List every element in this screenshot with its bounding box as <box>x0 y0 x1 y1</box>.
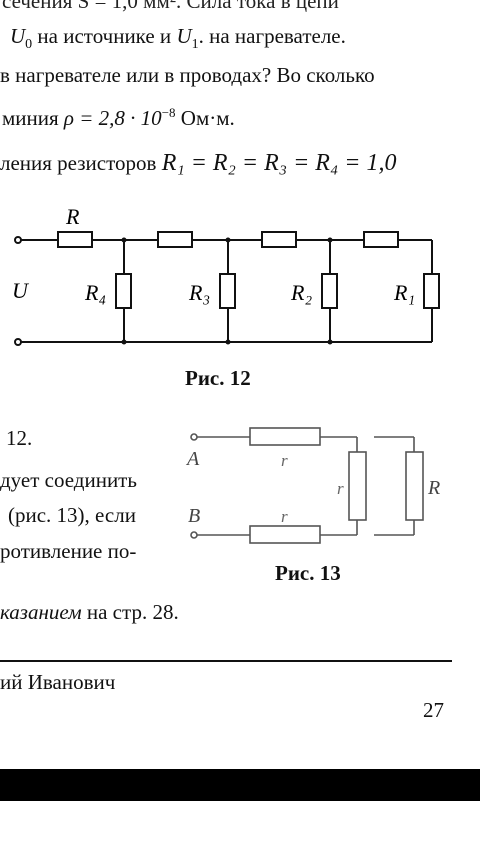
text-line-2: в нагревателе или в проводах? Во сколько <box>0 63 375 87</box>
symbol-u1: U1 <box>176 24 199 53</box>
figure-13-caption: Рис. 13 <box>275 561 341 585</box>
label-r1: R₁ <box>393 280 415 305</box>
problem-13-number: 12. <box>6 426 33 450</box>
label-r-top: r <box>281 451 288 470</box>
label-r4: R₄ <box>84 280 106 305</box>
author-name: ий Иванович <box>0 670 116 694</box>
label-r-middle: r <box>337 479 344 498</box>
figure-12-caption: Рис. 12 <box>185 366 251 390</box>
hint-line: казанием на стр. 28. <box>0 599 179 625</box>
resistor-big-r <box>405 451 424 521</box>
formula-rho: ρ = 2,8 · 10 <box>63 106 162 130</box>
text-line-0: сечения S = 1,0 мм². Сила тока в цепи <box>2 0 339 13</box>
label-r-bottom: r <box>281 507 288 526</box>
unit: Ом·м. <box>180 106 235 130</box>
black-bar <box>0 769 480 801</box>
problem-13-line-3: ротивление по- <box>0 539 137 563</box>
text-line-4: ления резисторов R₁ = R₂ = R₃ = R₄ = 1,0 <box>0 150 396 176</box>
resistor-r-middle <box>348 451 367 521</box>
text-fragment: на источнике и <box>37 24 172 48</box>
footer-rule <box>0 660 452 662</box>
text-fragment: . на нагревателе. <box>198 24 346 48</box>
problem-13-line-1: дует соединить <box>0 468 137 492</box>
label-r2: R₂ <box>290 280 312 305</box>
text-line-1: U0 на источнике и U1. на нагревателе. <box>10 23 346 58</box>
resistor-r-bottom <box>249 525 321 544</box>
problem-13-line-2: (рис. 13), если <box>8 503 136 527</box>
hint-text: на стр. 28. <box>86 600 179 624</box>
hint-italic: казанием <box>0 600 82 624</box>
formula-resistors: R₁ = R₂ = R₃ = R₄ = 1,0 <box>161 150 397 176</box>
label-u: U <box>12 278 30 303</box>
terminal-a <box>190 433 198 441</box>
label-r3: R₃ <box>188 280 210 305</box>
text-line-3: миния ρ = 2,8 · 10−8 Ом·м. <box>2 100 235 131</box>
label-a: A <box>185 448 200 470</box>
label-r: R <box>65 204 80 229</box>
symbol-u0: U0 <box>10 24 33 53</box>
terminal-b <box>190 531 198 539</box>
resistor-r-top <box>249 427 321 446</box>
label-big-r: R <box>427 477 440 499</box>
exponent: −8 <box>161 105 176 120</box>
text-fragment: ления резисторов <box>0 151 157 175</box>
text-fragment: миния <box>2 106 59 130</box>
page-number: 27 <box>423 698 444 722</box>
label-b: B <box>188 505 200 527</box>
